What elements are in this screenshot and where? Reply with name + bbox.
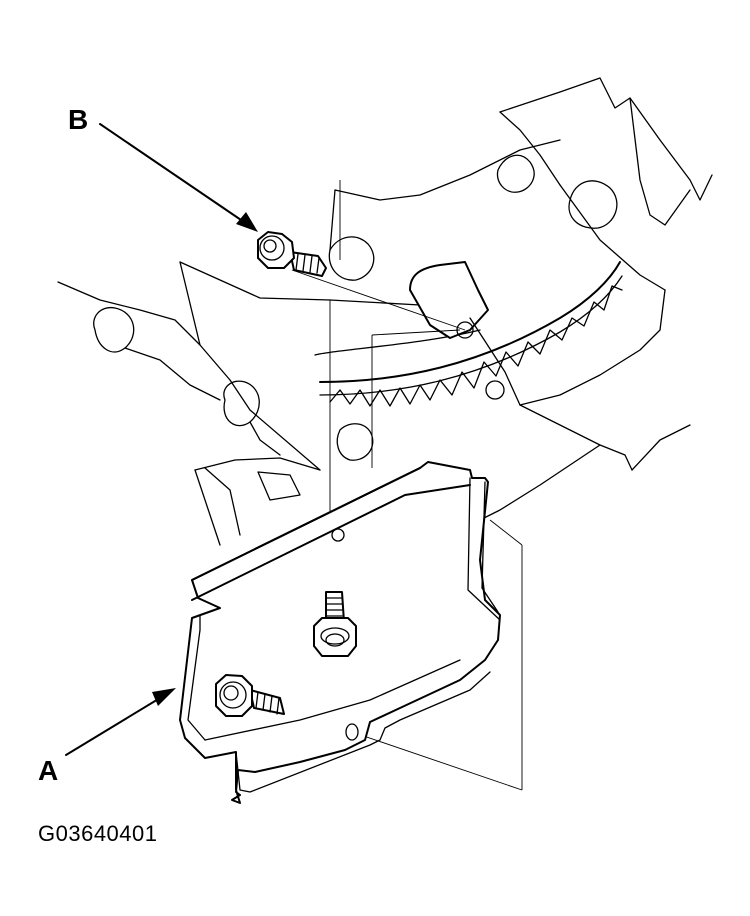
callout-label-a: A	[38, 755, 59, 786]
callout-arrow-a	[65, 688, 176, 756]
callout-label-b: B	[68, 104, 89, 135]
figure-code: G03640401	[38, 821, 158, 846]
flywheel-ring-gear	[314, 261, 623, 407]
bolt-b	[257, 231, 327, 277]
center-bolt	[313, 591, 357, 657]
cover-bolt	[215, 674, 285, 717]
engine-block-left	[57, 281, 321, 546]
callout-arrow-b	[99, 123, 258, 232]
transmission-housing	[179, 77, 713, 521]
